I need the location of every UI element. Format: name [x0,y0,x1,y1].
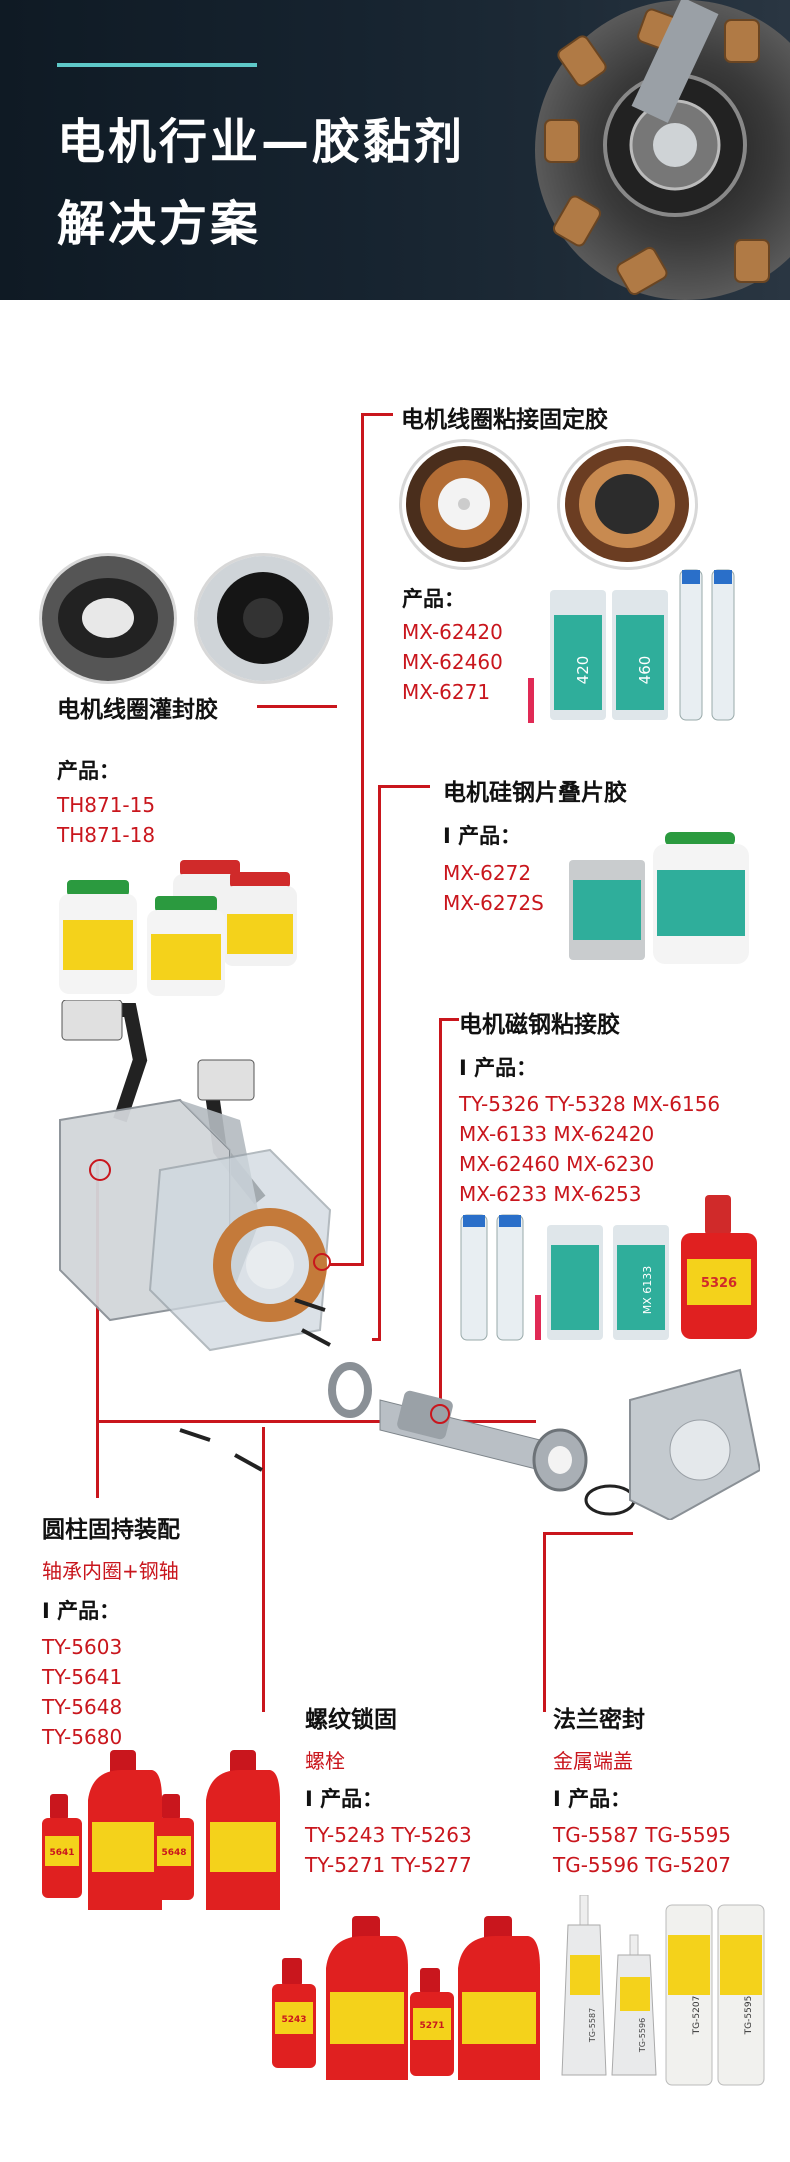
product-item: MX-6271 [402,680,491,704]
connector-line [378,785,381,1340]
coil-potting-photo [42,556,174,681]
flange-title: 法兰密封 [553,1707,645,1733]
coil-fix-product-list: MX-62420 MX-62460 MX-6271 [402,617,503,707]
bottle-5243-label: 5243 [281,2015,306,2025]
connector-line [378,785,430,788]
flange-subtitle: 金属端盖 [553,1749,633,1773]
cylinder-subtitle: 轴承内圈+钢轴 [42,1559,179,1583]
tube-5207-label: TG-5207 [692,1996,702,2036]
page-title-line1: 电机行业—胶黏剂 [57,114,466,170]
potting-jars-image [59,860,297,996]
product-item: TY-5648 [42,1695,123,1719]
header-banner: 电机行业—胶黏剂 解决方案 [0,0,790,300]
product-item: MX-62460 MX-6230 [459,1152,655,1176]
motor-stator-image [535,0,790,300]
product-item: TG-5587 TG-5595 [553,1823,732,1847]
bottle-5271-label: 5271 [419,2021,444,2031]
product-item: MX-62420 [402,620,503,644]
connector-line [543,1532,546,1712]
product-item: TY-5326 TY-5328 MX-6156 [459,1092,721,1116]
product-item: TH871-15 [57,793,156,817]
cartridge-products-image: 420 460 [528,569,735,723]
connector-line [330,1263,364,1266]
connector-line [96,1420,536,1423]
cartridge-6133-label: MX 6133 [641,1266,654,1315]
connector-line [439,1018,459,1021]
coil-ring-photo [560,442,695,567]
coil-potting-product-label: 产品： [57,759,120,783]
product-item: MX-6133 MX-62420 [459,1122,655,1146]
cylinder-bottles-image: 5641 5648 [42,1750,280,1910]
coil-fix-product-label: 产品： [402,587,465,611]
connector-line [372,1338,381,1341]
magnet-product-label: I 产品： [459,1056,538,1080]
thread-product-list: TY-5243 TY-5263 TY-5271 TY-5277 [305,1820,472,1880]
magnet-title: 电机磁钢粘接胶 [459,1012,620,1038]
potting-housing-photo [197,556,330,681]
cylinder-product-label: I 产品： [42,1599,121,1623]
product-item: MX-62460 [402,650,503,674]
motor-exploded-diagram [59,1000,760,1520]
bottle-5641-label: 5641 [49,1848,74,1858]
product-item: TY-5680 [42,1725,123,1749]
product-item: TY-5243 TY-5263 [305,1823,472,1847]
connector-line [257,705,337,708]
flange-product-list: TG-5587 TG-5595 TG-5596 TG-5207 [553,1820,731,1880]
lamination-title: 电机硅钢片叠片胶 [443,780,627,806]
product-item: TG-5596 TG-5207 [553,1853,732,1877]
cartridge-460-label: 460 [636,656,654,685]
connector-line [361,413,364,1265]
product-item: TH871-18 [57,823,156,847]
lamination-product-list: MX-6272 MX-6272S [443,858,544,918]
connector-line [262,1427,265,1712]
magnet-product-list: TY-5326 TY-5328 MX-6156 MX-6133 MX-62420… [459,1089,720,1209]
connector-line [96,1163,99,1498]
bottle-5648-label: 5648 [161,1848,186,1858]
thread-title: 螺纹锁固 [305,1707,397,1733]
cylinder-title: 圆柱固持装配 [42,1517,180,1543]
coil-photo [402,442,527,567]
bottle-5326-label: 5326 [701,1276,737,1291]
tube-5596-label: TG-5596 [638,2018,647,2053]
product-item: TY-5271 TY-5277 [305,1853,472,1877]
thread-bottles-image: 5243 5271 [272,1916,540,2080]
connector-line [439,1018,442,1420]
cartridge-420-label: 420 [574,656,592,685]
flange-tubes-image: TG-5587 TG-5596 TG-5207 TG-5595 [561,1895,765,2086]
product-item: MX-6272S [443,891,544,915]
product-item: MX-6272 [443,861,532,885]
page-title-line2: 解决方案 [57,196,262,252]
tube-5587-label: TG-5587 [588,2008,597,2043]
lamination-products-image [569,832,749,964]
product-item: TY-5641 [42,1665,123,1689]
coil-fix-title: 电机线圈粘接固定胶 [401,407,608,433]
connector-line [543,1532,633,1535]
coil-potting-product-list: TH871-15 TH871-18 [57,790,155,850]
thread-product-label: I 产品： [305,1787,384,1811]
product-item: MX-6233 MX-6253 [459,1182,642,1206]
thread-subtitle: 螺栓 [305,1749,345,1773]
product-item: TY-5603 [42,1635,123,1659]
flange-product-label: I 产品： [553,1787,632,1811]
banner-accent-line [57,63,257,67]
coil-potting-title: 电机线圈灌封胶 [57,697,218,723]
magnet-products-image: MX 6133 5326 [460,1195,757,1341]
cylinder-product-list: TY-5603 TY-5641 TY-5648 TY-5680 [42,1632,122,1752]
tube-5595-label: TG-5595 [744,1996,754,2036]
connector-line [361,413,393,416]
lamination-product-label: I 产品： [443,824,522,848]
